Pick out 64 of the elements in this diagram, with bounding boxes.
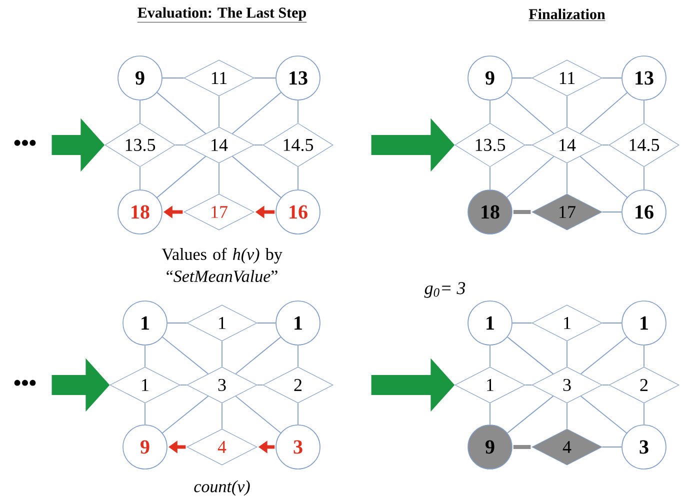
connector-line xyxy=(580,396,627,434)
circle-node: 1 xyxy=(622,300,666,346)
ellipsis-text: ••• xyxy=(14,140,36,146)
connector-line xyxy=(180,384,188,386)
connector-line xyxy=(156,156,206,198)
connector-line xyxy=(506,92,554,134)
connector-line xyxy=(254,144,264,146)
circle-node: 9 xyxy=(122,424,168,470)
connector-line xyxy=(513,210,531,214)
circle-node: 9 xyxy=(468,56,512,100)
connector-line xyxy=(580,336,627,374)
connector-line xyxy=(156,92,206,134)
connector-line xyxy=(580,92,628,134)
circle-node: 13 xyxy=(276,56,320,100)
connector-line xyxy=(524,144,532,146)
connector-line xyxy=(566,96,568,128)
connector-line xyxy=(174,144,184,146)
column-heading: Evaluation: The Last Step xyxy=(137,7,307,22)
connector-line xyxy=(256,322,276,324)
circle-node: 9 xyxy=(468,424,512,470)
connector-line xyxy=(566,402,568,430)
connector-line xyxy=(507,396,554,434)
diamond-node: 13.5 xyxy=(454,122,526,168)
connector-line xyxy=(566,162,568,194)
connector-line xyxy=(162,336,209,374)
connector-line xyxy=(580,156,628,198)
circle-node: 18 xyxy=(468,190,512,234)
circle-node: 9 xyxy=(118,56,162,100)
circle-node: 16 xyxy=(622,190,666,234)
connector-line xyxy=(218,96,220,128)
connector-line xyxy=(602,144,610,146)
connector-line xyxy=(524,384,532,386)
circle-node: 1 xyxy=(276,300,320,346)
connector-line xyxy=(232,156,282,198)
circle-node: 1 xyxy=(122,300,168,346)
connector-line xyxy=(256,384,264,386)
connector-line xyxy=(513,445,531,449)
connector-line xyxy=(232,92,282,134)
connector-line xyxy=(144,402,146,426)
circle-node: 16 xyxy=(276,190,320,234)
column-heading: Finalization xyxy=(528,8,606,21)
connector-line xyxy=(162,396,209,434)
connector-line xyxy=(235,336,282,374)
ellipsis-text: ••• xyxy=(14,380,36,386)
connector-line xyxy=(166,322,188,324)
circle-node: 13 xyxy=(622,56,666,100)
connector-line xyxy=(144,344,146,368)
connector-line xyxy=(512,322,532,324)
connector-line xyxy=(507,336,554,374)
caption: count(v) xyxy=(194,480,250,496)
connector-line xyxy=(602,446,622,448)
circle-node: 3 xyxy=(622,424,666,470)
circle-node: 3 xyxy=(276,424,320,470)
connector-line xyxy=(506,156,554,198)
caption: Values of h(v) by “SetMeanValue” xyxy=(162,248,282,282)
connector-line xyxy=(602,322,622,324)
connector-line xyxy=(218,162,220,194)
parameter-label: g$_{0}$= 3 xyxy=(424,282,466,298)
diamond-node: 13.5 xyxy=(104,122,176,168)
connector-line xyxy=(602,384,610,386)
connector-line xyxy=(235,396,282,434)
circle-node: 18 xyxy=(118,190,162,234)
connector-line xyxy=(566,340,568,368)
circle-node: 1 xyxy=(468,300,512,346)
